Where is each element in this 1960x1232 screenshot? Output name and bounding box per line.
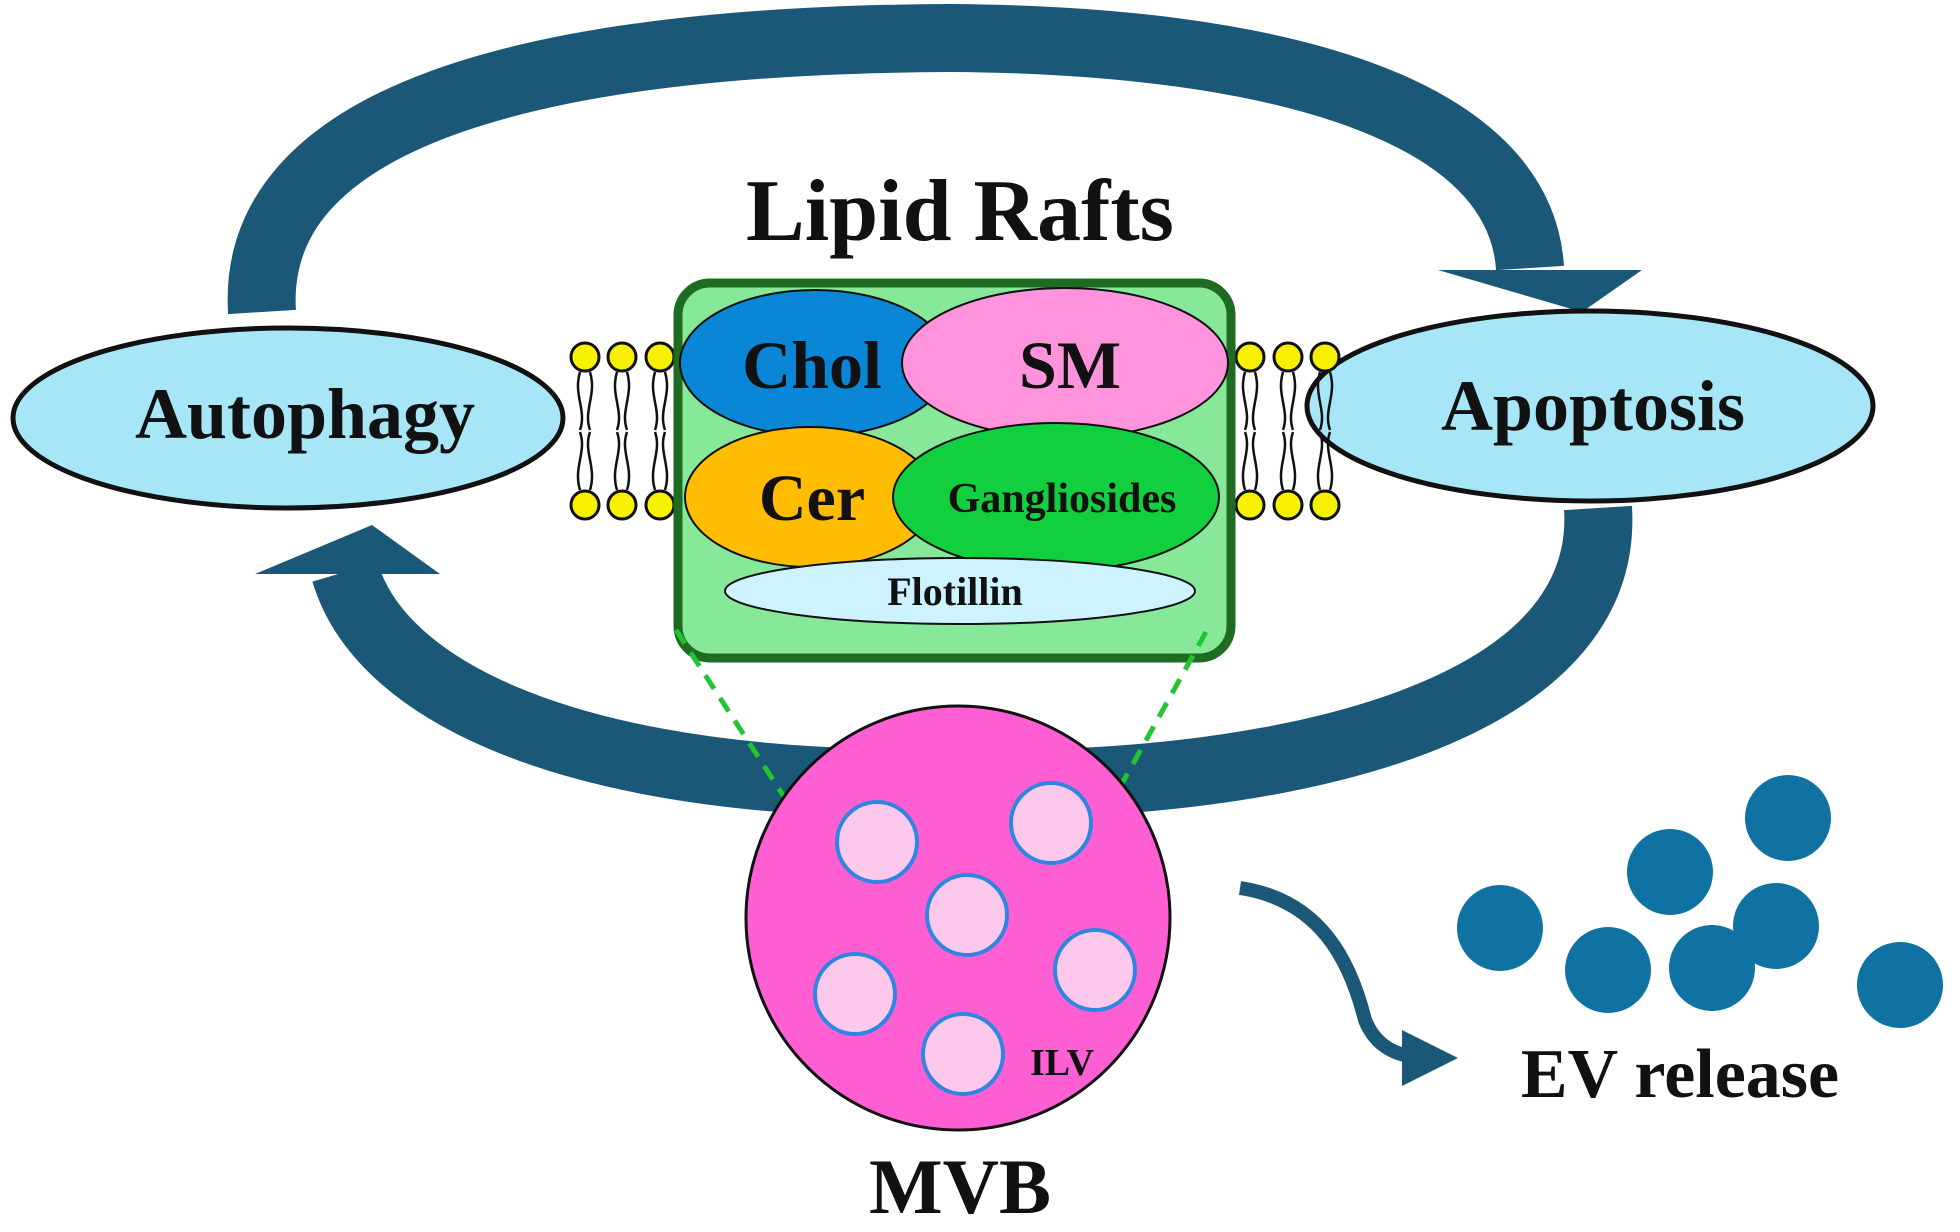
ev-particle xyxy=(1857,942,1943,1028)
gangliosides-label: Gangliosides xyxy=(948,476,1177,522)
cer-label: Cer xyxy=(759,462,865,535)
lipid-head xyxy=(1272,489,1304,521)
ev-particle xyxy=(1627,829,1713,915)
ilv xyxy=(921,1012,1005,1096)
autophagy-node: Autophagy xyxy=(10,325,566,511)
sm-component: SM xyxy=(901,287,1229,439)
ev-release-arrow xyxy=(1238,881,1458,1086)
lipid-head xyxy=(1272,341,1304,373)
mvb-label: MVB xyxy=(869,1143,1051,1230)
ev-particle xyxy=(1669,925,1755,1011)
flotillin-label: Flotillin xyxy=(887,569,1023,614)
flotillin-component: Flotillin xyxy=(724,557,1196,625)
lipid-bilayer-left xyxy=(569,341,676,521)
apoptosis-label: Apoptosis xyxy=(1441,366,1745,446)
ilv xyxy=(835,800,919,884)
ilv xyxy=(925,873,1009,957)
lipid-head xyxy=(1234,489,1266,521)
ilv-vesicles xyxy=(813,781,1137,1096)
lipid-head xyxy=(1309,489,1341,521)
lipid-head xyxy=(606,341,638,373)
lipid-bilayer-right xyxy=(1234,341,1341,521)
ev-release-label: EV release xyxy=(1521,1036,1839,1113)
cer-component: Cer xyxy=(684,426,936,568)
lipid-raft-box: Chol SM Cer Gangliosides Flotillin xyxy=(673,278,1236,663)
ilv xyxy=(813,952,897,1036)
ev-particle xyxy=(1733,883,1819,969)
arrow-autophagy-to-apoptosis xyxy=(227,3,1642,315)
lipid-head xyxy=(1309,341,1341,373)
lipid-head xyxy=(1234,341,1266,373)
lipid-head xyxy=(569,341,601,373)
ev-particle xyxy=(1457,885,1543,971)
autophagy-label: Autophagy xyxy=(135,374,475,454)
lipid-head xyxy=(569,489,601,521)
mvb: ILV xyxy=(744,704,1172,1132)
ilv xyxy=(1053,928,1137,1012)
lipid-tails xyxy=(1316,371,1334,491)
ilv xyxy=(1009,781,1093,865)
lipid-head xyxy=(644,341,676,373)
lipid-tails xyxy=(1241,371,1259,491)
lipid-tails xyxy=(576,371,594,491)
lipid-tails xyxy=(1279,371,1297,491)
ev-particle xyxy=(1745,775,1831,861)
ilv-label: ILV xyxy=(1030,1042,1095,1084)
lipid-tails xyxy=(613,371,631,491)
lipid-head xyxy=(644,489,676,521)
gangliosides-component: Gangliosides xyxy=(892,422,1220,572)
diagram-title: Lipid Rafts xyxy=(746,163,1174,260)
sm-label: SM xyxy=(1019,327,1121,403)
ev-particles xyxy=(1457,775,1943,1028)
chol-label: Chol xyxy=(742,327,882,403)
ev-particle xyxy=(1565,927,1651,1013)
chol-component: Chol xyxy=(679,289,951,437)
apoptosis-node: Apoptosis xyxy=(1304,308,1876,504)
lipid-head xyxy=(606,489,638,521)
lipid-tails xyxy=(651,371,669,491)
